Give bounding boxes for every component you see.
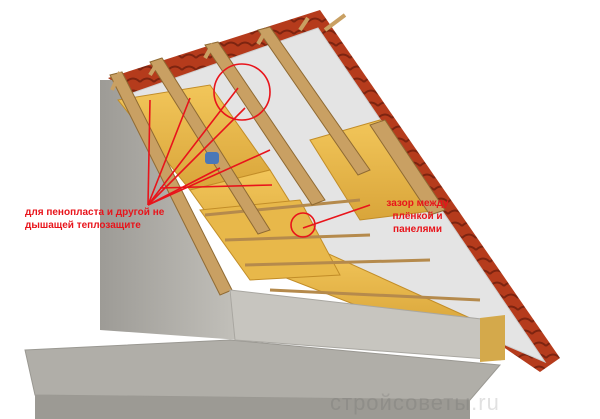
- counter-battens: [110, 13, 347, 91]
- watermark: стройсоветы.ru: [330, 390, 500, 415]
- annotation-gap-film-panels: зазор между плёнкой и панелями: [386, 198, 449, 235]
- vent-pipe: [205, 152, 219, 164]
- annotation-lines: [147, 63, 371, 238]
- concrete-wall: [100, 80, 245, 340]
- sill-beam: [480, 315, 505, 362]
- floor-slab: [24, 339, 502, 401]
- insulation-panels: [117, 84, 472, 331]
- battens: [204, 198, 481, 302]
- rafters: [109, 26, 446, 296]
- floor-edge: [35, 395, 470, 419]
- annotation-non-breathing-insulation: для пенопласта и другой не дышащей тепло…: [25, 207, 165, 231]
